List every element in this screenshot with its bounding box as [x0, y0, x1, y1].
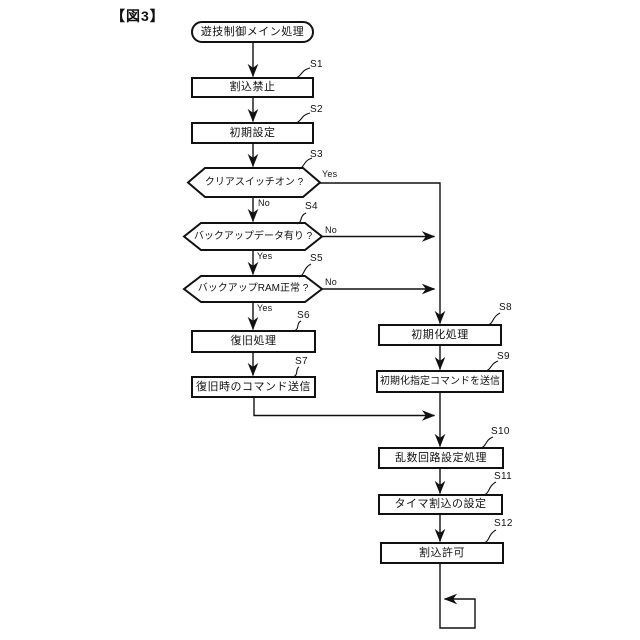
decision-label-s3: クリアスイッチオン ?: [204, 176, 304, 188]
branch-label-s4-no: No: [325, 225, 337, 235]
step-id-s10: S10: [491, 426, 510, 437]
process-label-s11: タイマ割込の設定: [394, 498, 487, 510]
step-id-s5: S5: [310, 253, 323, 264]
branch-label-s3-yes: Yes: [322, 169, 338, 179]
step-id-s9: S9: [497, 351, 510, 362]
start-terminal-label: 遊技制御メイン処理: [200, 25, 305, 38]
step-id-s3: S3: [310, 149, 323, 160]
process-shape-s12: [380, 542, 504, 564]
step-id-s4: S4: [305, 201, 318, 212]
process-label-s6: 復旧処理: [230, 335, 277, 347]
step-id-s2: S2: [310, 104, 323, 115]
process-label-s12: 割込許可: [419, 546, 465, 559]
step-id-s12: S12: [494, 518, 513, 529]
process-label-s10: 乱数回路設定処理: [395, 451, 487, 464]
step-id-s8: S8: [499, 302, 512, 313]
branch-label-s5-no: No: [325, 277, 337, 287]
branch-label-s5-yes: Yes: [257, 303, 273, 313]
figure-title: 【図3】: [111, 8, 165, 24]
step-id-s11: S11: [494, 471, 512, 482]
process-label-s9: 初期化指定コマンドを送信: [380, 375, 500, 387]
step-id-s7: S7: [295, 356, 308, 367]
process-shape-s10: [378, 447, 504, 469]
infinite-loop-connector: [439, 563, 476, 629]
process-label-s8: 初期化処理: [411, 328, 469, 341]
step-id-s1: S1: [310, 59, 323, 70]
step-id-s6: S6: [297, 310, 310, 321]
decision-label-s5: バックアップRAM正常 ?: [197, 283, 309, 294]
branch-label-s4-yes: Yes: [257, 251, 273, 261]
process-label-s7: 復旧時のコマンド送信: [196, 380, 311, 393]
branch-label-s3-no: No: [258, 198, 270, 208]
label-leader-squiggles: [292, 67, 501, 544]
process-label-s2: 初期設定: [229, 126, 276, 139]
connector-lines: [247, 42, 476, 629]
decision-label-s4: バックアップデータ有り ?: [193, 230, 313, 242]
process-label-s1: 割込禁止: [229, 81, 276, 93]
